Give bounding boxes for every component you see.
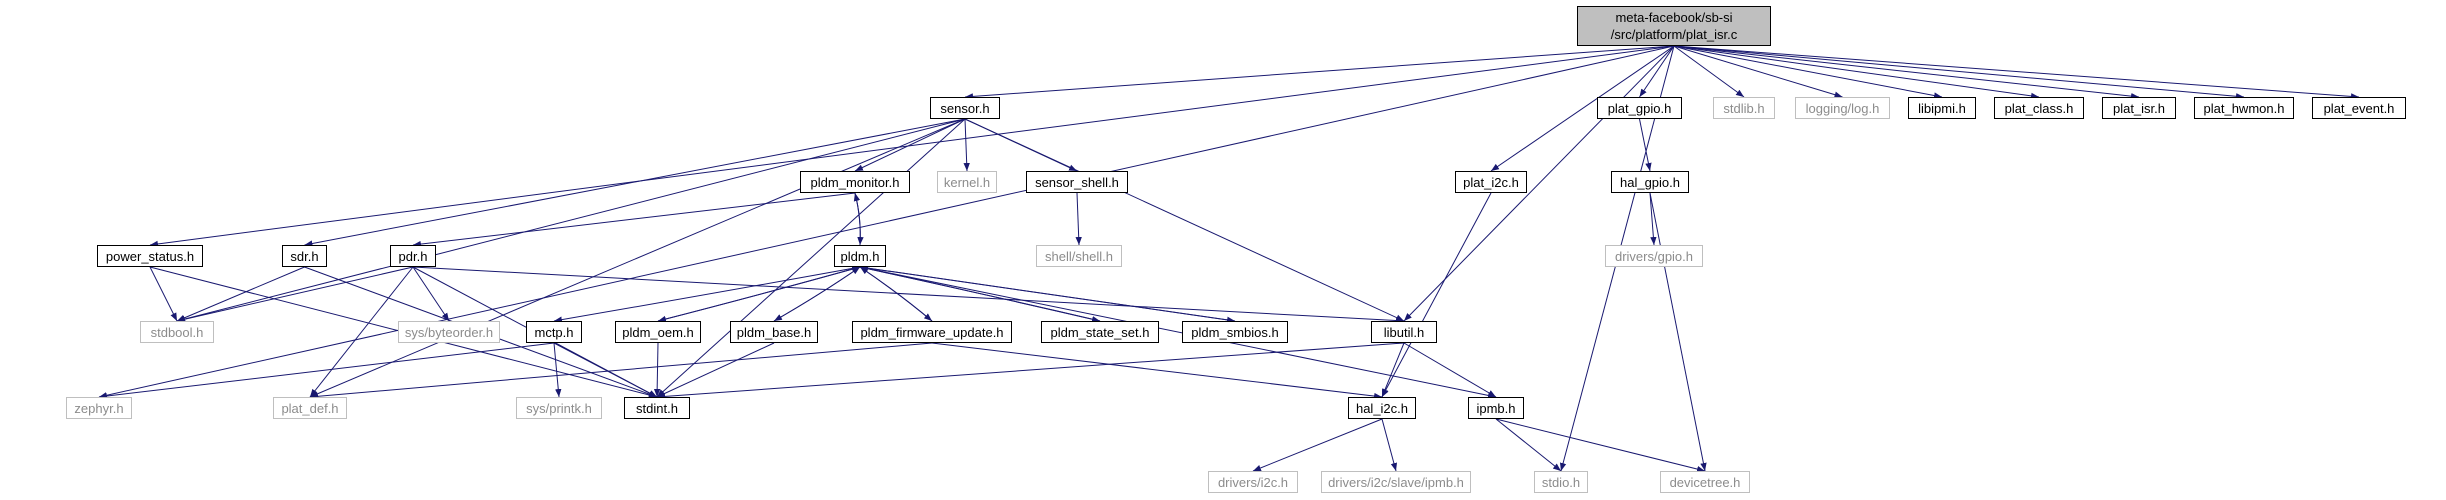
edge-sdr_h-to-stdbool_h <box>176 266 305 322</box>
node-plat-hwmon-h[interactable]: plat_hwmon.h <box>2194 97 2294 119</box>
edge-hal_gpio_h-to-drivers_gpio_h <box>1649 192 1657 246</box>
node-ipmb-h[interactable]: ipmb.h <box>1468 397 1524 419</box>
edge-root-to-libipmi_h <box>1673 45 1943 99</box>
edge-root-to-libutil_h <box>1403 45 1675 322</box>
node-libipmi-h[interactable]: libipmi.h <box>1908 97 1976 119</box>
node-sensor-shell-h[interactable]: sensor_shell.h <box>1026 171 1128 193</box>
edge-pldm_h-to-ipmb_h <box>859 266 1497 399</box>
node-plat-def-h: plat_def.h <box>273 397 347 419</box>
edge-mctp_h-to-zephyr_h <box>98 342 555 400</box>
root-title-line-1: meta-facebook/sb-si <box>1615 10 1733 25</box>
edge-power_status_h-to-stdbool_h <box>149 266 178 322</box>
edge-hal_i2c_h-to-drivers_i2c_slave_ipmb_h <box>1381 418 1398 472</box>
edge-root-to-plat_isr_h <box>1673 45 2140 100</box>
edge-root-to-plat_gpio_h <box>1639 45 1675 98</box>
edge-root-to-sensor_h <box>964 45 1675 100</box>
edge-pldm_base_h-to-stdint_h <box>656 342 775 398</box>
node-stdbool-h: stdbool.h <box>140 321 214 343</box>
root-node-plat-isr-c: meta-facebook/sb-si /src/platform/plat_i… <box>1577 6 1771 46</box>
node-plat-gpio-h[interactable]: plat_gpio.h <box>1597 97 1682 119</box>
node-pldm-firmware-update-h[interactable]: pldm_firmware_update.h <box>852 321 1012 343</box>
node-devicetree-h: devicetree.h <box>1660 471 1750 493</box>
edge-sensor_h-to-sdr_h <box>304 118 966 247</box>
root-title-line-2: /src/platform/plat_isr.c <box>1610 27 1738 42</box>
edge-pdr_h-to-sys_byteorder_h <box>412 266 450 322</box>
edge-root-to-plat_i2c_h <box>1490 45 1675 172</box>
edge-sensor_h-to-kernel_h <box>963 118 970 172</box>
edge-libutil_h-to-ipmb_h <box>1403 342 1497 398</box>
edge-plat_i2c_h-to-hal_i2c_h <box>1381 192 1492 398</box>
node-sys-printk-h: sys/printk.h <box>516 397 602 419</box>
edge-pldm_fw_update_h-to-plat_def_h <box>309 342 933 400</box>
node-stdint-h[interactable]: stdint.h <box>624 397 690 419</box>
node-drivers-gpio-h: drivers/gpio.h <box>1605 245 1703 267</box>
node-sdr-h[interactable]: sdr.h <box>282 245 327 267</box>
edge-root-to-plat_event_h <box>1673 45 2360 100</box>
edge-root-to-plat_hwmon_h <box>1673 45 2245 100</box>
edge-mctp_h-to-stdint_h <box>553 342 658 398</box>
edge-pldm_oem_h-to-stdint_h <box>653 342 661 398</box>
edge-pldm_state_set_h-to-pldm_h <box>859 265 1101 322</box>
node-drivers-i2c-h: drivers/i2c.h <box>1208 471 1298 493</box>
edge-sensor_h-to-plat_def_h <box>309 118 966 398</box>
edge-plat_gpio_h-to-hal_gpio_h <box>1639 118 1652 172</box>
node-pldm-monitor-h[interactable]: pldm_monitor.h <box>800 171 910 193</box>
node-pldm-oem-h[interactable]: pldm_oem.h <box>615 321 701 343</box>
node-pdr-h[interactable]: pdr.h <box>390 245 436 267</box>
edge-pldm_smbios_h-to-pldm_h <box>859 264 1236 322</box>
node-plat-i2c-h[interactable]: plat_i2c.h <box>1455 171 1527 193</box>
edge-pldm_monitor_h-to-pdr_h <box>412 192 856 248</box>
node-shell-shell-h: shell/shell.h <box>1036 245 1122 267</box>
node-libutil-h[interactable]: libutil.h <box>1371 321 1437 343</box>
edge-pdr_h-to-libutil_h <box>412 266 1405 324</box>
edge-libutil_h-to-hal_i2c_h <box>1381 342 1405 398</box>
edge-hal_gpio_h-to-devicetree_h <box>1649 192 1707 472</box>
edge-pldm_oem_h-to-pldm_h <box>657 266 861 322</box>
edge-pldm_fw_update_h-to-hal_i2c_h <box>931 342 1383 400</box>
node-pldm-state-set-h[interactable]: pldm_state_set.h <box>1041 321 1159 343</box>
edge-hal_i2c_h-to-drivers_i2c_h <box>1252 418 1383 472</box>
edge-pdr_h-to-stdbool_h <box>176 266 414 323</box>
edge-libutil_h-to-stdint_h <box>656 342 1405 400</box>
edge-sensor_h-to-stdint_h <box>656 118 966 398</box>
edge-pdr_h-to-plat_def_h <box>309 266 414 398</box>
node-stdio-h: stdio.h <box>1534 471 1588 493</box>
node-pldm-h[interactable]: pldm.h <box>834 245 886 267</box>
node-mctp-h[interactable]: mctp.h <box>526 321 582 343</box>
node-stdlib-h: stdlib.h <box>1713 97 1775 119</box>
edge-pldm_h-to-pldm_monitor_h <box>853 192 861 246</box>
edge-pldm_h-to-mctp_h <box>553 266 861 323</box>
node-plat-isr-h[interactable]: plat_isr.h <box>2102 97 2176 119</box>
node-plat-class-h[interactable]: plat_class.h <box>1994 97 2084 119</box>
edge-mctp_h-to-sys_printk_h <box>553 342 562 398</box>
node-pldm-base-h[interactable]: pldm_base.h <box>730 321 818 343</box>
node-logging-log-h: logging/log.h <box>1795 97 1890 119</box>
node-sensor-h[interactable]: sensor.h <box>930 97 1000 119</box>
node-drivers-i2c-slave-ipmb-h: drivers/i2c/slave/ipmb.h <box>1321 471 1471 493</box>
edge-pldm_fw_update_h-to-pldm_h <box>859 266 933 322</box>
edge-sensor_h-to-libutil_h <box>964 118 1405 322</box>
node-hal-i2c-h[interactable]: hal_i2c.h <box>1348 397 1416 419</box>
edge-root-to-logging_h <box>1673 45 1843 98</box>
edge-root-to-plat_class_h <box>1673 45 2040 100</box>
node-pldm-smbios-h[interactable]: pldm_smbios.h <box>1182 321 1288 343</box>
node-sys-byteorder-h: sys/byteorder.h <box>398 321 500 343</box>
edge-sensor_shell_h-to-shell_h <box>1075 192 1082 246</box>
node-kernel-h: kernel.h <box>937 171 997 193</box>
edge-ipmb_h-to-devicetree_h <box>1495 418 1706 473</box>
edge-root-to-zephyr_h <box>98 45 1675 399</box>
edge-root-to-power_status_h <box>149 45 1675 248</box>
edge-pldm_base_h-to-pldm_h <box>773 266 861 322</box>
edge-ipmb_h-to-stdio_h <box>1495 418 1562 472</box>
node-plat-event-h[interactable]: plat_event.h <box>2312 97 2406 119</box>
edge-sensor_h-to-pldm_monitor_h <box>854 118 966 172</box>
node-hal-gpio-h[interactable]: hal_gpio.h <box>1611 171 1689 193</box>
node-power-status-h[interactable]: power_status.h <box>97 245 203 267</box>
node-zephyr-h: zephyr.h <box>66 397 132 419</box>
edge-sensor_h-to-stdbool_h <box>176 118 966 323</box>
edge-root-to-stdlib_h <box>1673 45 1745 98</box>
